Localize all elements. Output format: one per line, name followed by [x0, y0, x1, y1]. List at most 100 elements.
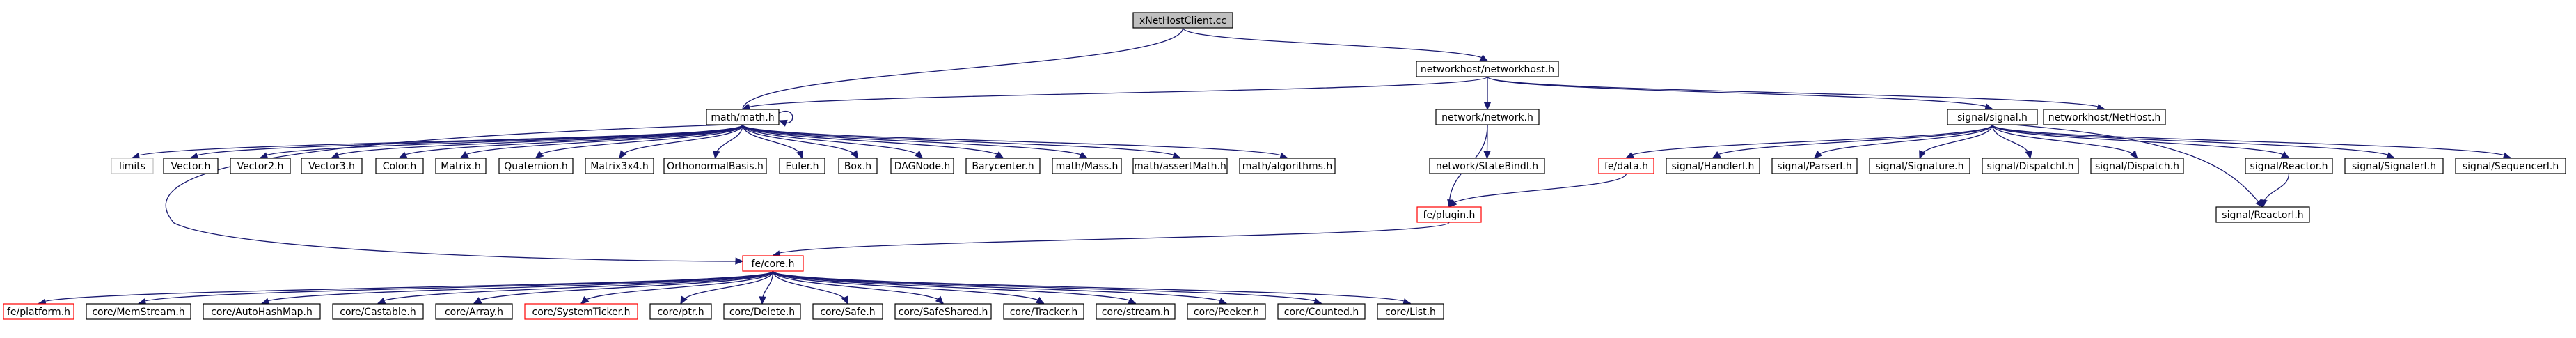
node-box	[838, 158, 878, 174]
node-euler[interactable]: Euler.h	[779, 158, 825, 174]
node-sequenceri[interactable]: signal/SequencerI.h	[2455, 158, 2566, 174]
node-barycenter[interactable]: Barycenter.h	[965, 158, 1041, 174]
node-box	[649, 303, 712, 320]
node-dispatchi[interactable]: signal/DispatchI.h	[1982, 158, 2079, 174]
node-statebindi[interactable]: network/StateBindI.h	[1429, 158, 1545, 174]
node-signaleri[interactable]: signal/SignalerI.h	[2344, 158, 2444, 174]
node-autohashmap[interactable]: core/AutoHashMap.h	[203, 303, 321, 320]
node-core[interactable]: fe/core.h	[742, 255, 804, 272]
node-box	[1052, 158, 1122, 174]
node-assertmath[interactable]: math/assertMath.h	[1132, 158, 1228, 174]
edge-math-to-algorithms	[742, 124, 1288, 160]
node-stream[interactable]: core/stream.h	[1096, 303, 1176, 320]
arrowhead	[473, 297, 482, 305]
node-vector3[interactable]: Vector3.h	[301, 158, 363, 174]
edge-line	[1448, 173, 1627, 208]
node-network[interactable]: network/network.h	[1435, 109, 1540, 125]
arrowhead	[1171, 152, 1181, 160]
node-safeshared[interactable]: core/SafeShared.h	[894, 303, 992, 320]
edge-line	[772, 270, 1045, 305]
node-matrix[interactable]: Matrix.h	[435, 158, 487, 174]
arrowhead	[851, 150, 859, 160]
edge-line	[1991, 124, 2138, 159]
arrowhead	[796, 150, 804, 160]
node-vector[interactable]: Vector.h	[163, 158, 219, 174]
nodes-layer: xNetHostClient.cc networkhost/networkhost…	[3, 12, 2566, 320]
node-platform[interactable]: fe/platform.h	[3, 303, 74, 320]
node-label: signal/Dispatch.h	[2095, 161, 2179, 172]
edge-line	[772, 222, 1450, 256]
node-orthonormal[interactable]: OrthonormalBasis.h	[663, 158, 767, 174]
node-math[interactable]: math/math.h	[706, 109, 780, 125]
edge-line	[473, 270, 774, 305]
edge-signal-to-parseri	[1814, 124, 1993, 159]
node-box	[706, 109, 780, 125]
node-quaternion[interactable]: Quaternion.h	[498, 158, 574, 174]
node-castable[interactable]: core/Castable.h	[332, 303, 424, 320]
node-signature[interactable]: signal/Signature.h	[1869, 158, 1970, 174]
node-counted[interactable]: core/Counted.h	[1277, 303, 1366, 320]
edge-core-to-delete	[759, 270, 774, 305]
node-ptr[interactable]: core/ptr.h	[649, 303, 712, 320]
node-list[interactable]: core/List.h	[1377, 303, 1444, 320]
node-box	[1435, 109, 1540, 125]
node-label: limits	[119, 161, 145, 172]
node-label: core/Delete.h	[729, 307, 795, 318]
node-limits[interactable]: limits	[111, 158, 154, 174]
edge-line	[2262, 173, 2290, 208]
edge-core-to-systemticker	[580, 270, 774, 305]
node-box	[742, 255, 804, 272]
node-label: signal/Reactor.h	[2250, 161, 2328, 172]
node-mass[interactable]: math/Mass.h	[1052, 158, 1122, 174]
node-array[interactable]: core/Array.h	[435, 303, 513, 320]
node-color[interactable]: Color.h	[375, 158, 424, 174]
node-label: network/StateBindI.h	[1436, 161, 1538, 172]
node-vector2[interactable]: Vector2.h	[230, 158, 291, 174]
node-root[interactable]: xNetHostClient.cc	[1132, 12, 1233, 29]
node-fedata[interactable]: fe/data.h	[1598, 158, 1654, 174]
node-label: Matrix3x4.h	[590, 161, 649, 172]
node-handleri[interactable]: signal/HandlerI.h	[1666, 158, 1760, 174]
node-box	[1598, 158, 1654, 174]
edge-math-to-vector2	[259, 124, 743, 160]
node-tracker[interactable]: core/Tracker.h	[1003, 303, 1084, 320]
node-label: Vector3.h	[308, 161, 355, 172]
arrowhead	[1814, 150, 1823, 159]
node-nethost[interactable]: networkhost/NetHost.h	[2043, 109, 2166, 125]
node-reactori[interactable]: signal/ReactorI.h	[2215, 206, 2310, 223]
arrowhead	[2385, 151, 2395, 159]
node-label: networkhost/networkhost.h	[1421, 64, 1554, 75]
node-networkhost[interactable]: networkhost/networkhost.h	[1416, 61, 1559, 77]
node-signal[interactable]: signal/signal.h	[1947, 109, 2038, 125]
node-parseri[interactable]: signal/ParserI.h	[1771, 158, 1858, 174]
node-algorithms[interactable]: math/algorithms.h	[1239, 158, 1336, 174]
node-safe[interactable]: core/Safe.h	[812, 303, 883, 320]
node-delete[interactable]: core/Delete.h	[723, 303, 801, 320]
node-dispatch[interactable]: signal/Dispatch.h	[2090, 158, 2184, 174]
node-matrix3x4[interactable]: Matrix3x4.h	[585, 158, 654, 174]
node-memstream[interactable]: core/MemStream.h	[86, 303, 191, 320]
node-box	[3, 303, 74, 320]
node-box	[585, 158, 654, 174]
node-box[interactable]: Box.h	[838, 158, 878, 174]
node-box	[301, 158, 363, 174]
arrowhead	[619, 150, 627, 159]
arrowhead	[1035, 296, 1045, 305]
arrowhead	[680, 295, 688, 305]
arrowhead	[331, 152, 340, 159]
node-dagnode[interactable]: DAGNode.h	[890, 158, 954, 174]
edge-core-to-autohashmap	[260, 270, 774, 305]
node-systemticker[interactable]: core/SystemTicker.h	[524, 303, 638, 320]
node-box	[163, 158, 219, 174]
node-box	[375, 158, 424, 174]
edge-math-to-quaternion	[535, 124, 743, 159]
node-box	[1003, 303, 1084, 320]
node-plugin[interactable]: fe/plugin.h	[1416, 206, 1482, 223]
edge-line	[1487, 76, 2105, 110]
node-peeker[interactable]: core/Peeker.h	[1187, 303, 1266, 320]
edge-line	[190, 124, 743, 159]
node-reactor[interactable]: signal/Reactor.h	[2245, 158, 2333, 174]
node-label: OrthonormalBasis.h	[667, 161, 764, 172]
edge-signal-to-fedata	[1625, 124, 1993, 159]
node-label: signal/signal.h	[1957, 112, 2028, 123]
